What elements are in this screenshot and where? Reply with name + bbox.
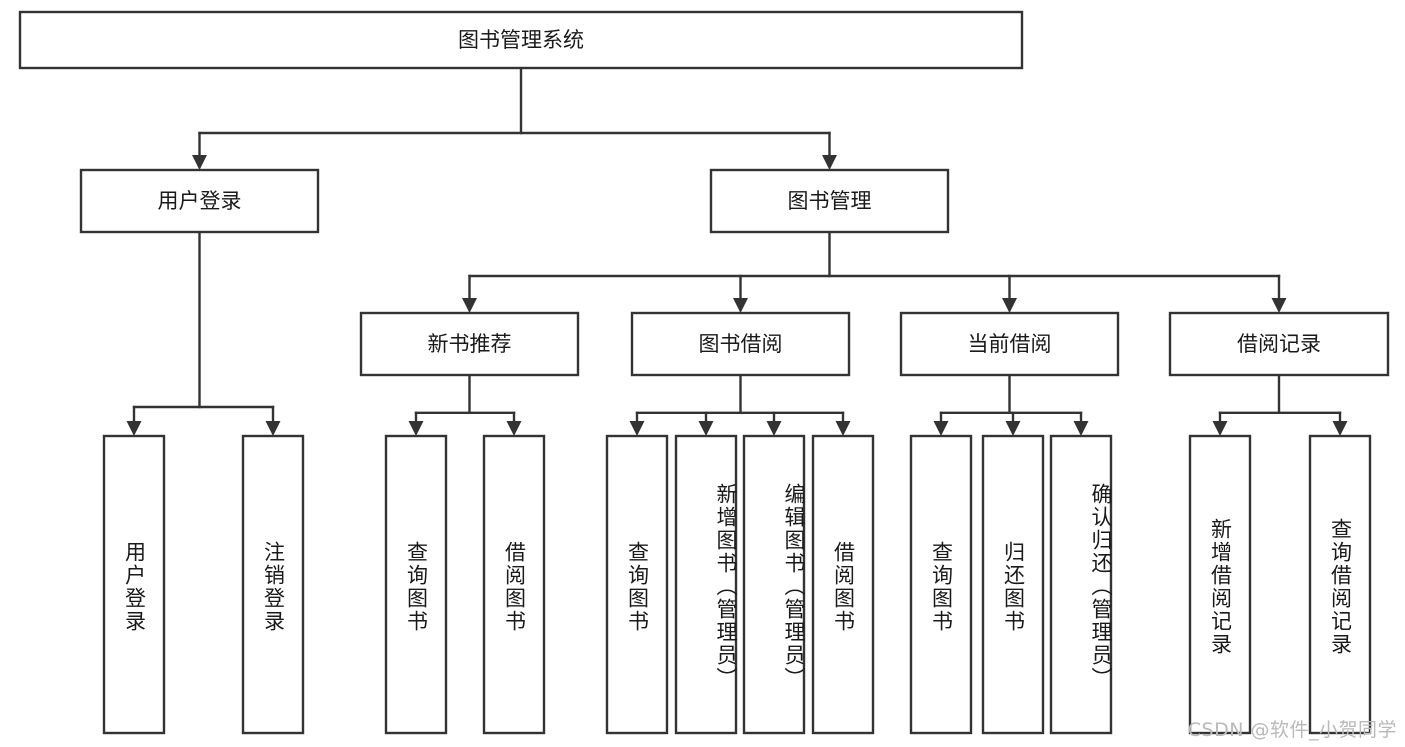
arrow-head-icon [192,155,207,170]
level2-node-新书推荐[interactable]: 新书推荐 [359,311,580,377]
node-rect [102,434,166,735]
watermark-text: CSDN @软件_小贺同学 [1187,719,1397,741]
arrow-head-icon [733,298,748,313]
level2-node-借阅记录[interactable]: 借阅记录 [1168,311,1390,377]
node-label: 图书管理 [788,189,872,213]
leaf-node-查询图书[interactable] [909,434,973,735]
node-rect [709,168,950,234]
arrow-head-icon [766,421,782,436]
node-label: 新书推荐 [428,332,512,356]
arrow-head-icon [1073,421,1089,436]
node-label: 借阅记录 [1237,332,1321,356]
arrow-head-icon [1332,421,1348,436]
node-rect [1049,434,1113,735]
arrow-head-icon [933,421,949,436]
arrow-head-icon [265,421,281,436]
node-rect [899,311,1120,377]
node-rect [18,10,1024,70]
level1-node-图书管理[interactable]: 图书管理 [709,168,950,234]
node-label: 图书管理系统 [458,28,584,52]
leaf-node-借阅图书[interactable] [482,434,546,735]
node-rect [1168,311,1390,377]
arrow-head-icon [822,155,837,170]
node-rect [384,434,448,735]
leaf-node-确认归还管理员[interactable] [1049,434,1113,735]
arrow-head-icon [506,421,522,436]
node-rect [605,434,669,735]
node-rect [241,434,305,735]
arrow-head-icon [1212,421,1228,436]
leaf-node-查询图书[interactable] [605,434,669,735]
arrow-head-icon [408,421,424,436]
level1-node-用户登录[interactable]: 用户登录 [79,168,320,234]
node-rect [359,311,580,377]
arrow-head-icon [1005,421,1021,436]
arrow-head-icon [698,421,714,436]
node-rect [674,434,738,735]
node-rect [811,434,875,735]
leaf-node-归还图书[interactable] [981,434,1045,735]
node-rect [1188,434,1252,735]
node-label: 当前借阅 [968,332,1052,356]
node-rect [1308,434,1372,735]
node-rect [909,434,973,735]
node-rect [482,434,546,735]
node-label: 图书借阅 [699,332,783,356]
node-rect [79,168,320,234]
arrow-head-icon [1271,298,1287,313]
arrow-head-icon [1002,298,1017,313]
connectors-layer [126,66,1348,436]
node-rect [742,434,806,735]
leaf-node-编辑图书管理员[interactable] [742,434,806,735]
level2-node-当前借阅[interactable]: 当前借阅 [899,311,1120,377]
level2-node-图书借阅[interactable]: 图书借阅 [630,311,851,377]
arrow-head-icon [126,421,142,436]
leaf-node-用户登录[interactable] [102,434,166,735]
arrow-head-icon [629,421,645,436]
node-label: 用户登录 [158,189,242,213]
leaf-node-借阅图书[interactable] [811,434,875,735]
node-rect [981,434,1045,735]
node-rect [630,311,851,377]
arrow-head-icon [462,298,477,313]
leaf-node-新增借阅记录[interactable] [1188,434,1252,735]
leaf-node-新增图书管理员[interactable] [674,434,738,735]
root-node-图书管理系统[interactable]: 图书管理系统 [18,10,1024,70]
leaf-node-查询图书[interactable] [384,434,448,735]
leaf-node-注销登录[interactable] [241,434,305,735]
arrow-head-icon [835,421,851,436]
leaf-node-查询借阅记录[interactable] [1308,434,1372,735]
